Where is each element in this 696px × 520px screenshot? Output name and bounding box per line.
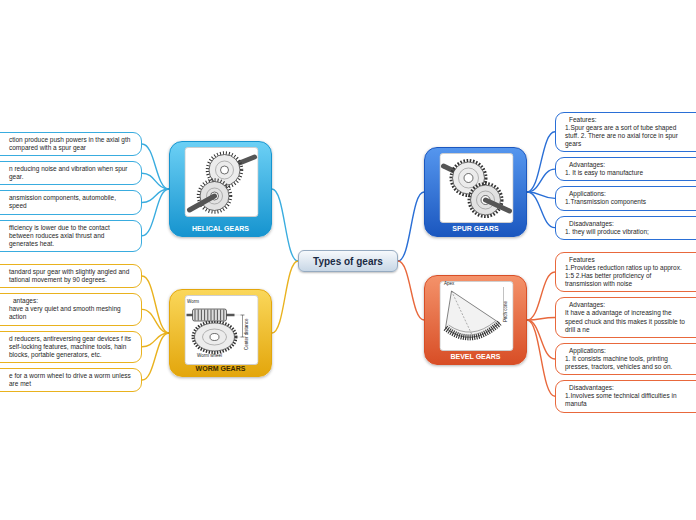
subtopic-text: tandard spur gear with slightly angled a… [9, 268, 135, 284]
subtopic-text: 1.Spur gears are a sort of tube shaped s… [565, 124, 688, 148]
subtopic-text: have a very quiet and smooth meshing act… [9, 305, 135, 321]
branch-connector [527, 318, 555, 321]
subtopic-box: Applications:1.Transmission components [555, 186, 696, 210]
topic-title: Types of gears [313, 256, 383, 267]
subtopic-box: Applications:1. It consists machine tool… [555, 343, 696, 375]
subtopic-box: d reducers, antireversing gear devices f… [0, 331, 142, 363]
gear-illustration [439, 153, 514, 223]
branch-topic: BEVEL GEARS [424, 275, 527, 365]
subtopic-heading: Disadvantages: [565, 384, 688, 392]
gear-drawing [440, 154, 513, 223]
part-label: Apex [443, 282, 455, 287]
part-label: Worm [186, 300, 200, 305]
subtopic-heading: Advantages: [565, 161, 688, 169]
subtopic-text: n reducing noise and vibration when spur… [9, 165, 135, 181]
subtopic-heading: antages: [9, 297, 135, 305]
branch-connector [398, 192, 424, 261]
branch-title: SPUR GEARS [425, 225, 526, 232]
branch-connector [142, 309, 169, 333]
subtopic-box: ansmission components, automobile, speed [0, 190, 142, 214]
branch-connector [142, 144, 169, 189]
subtopic-heading: Features: [565, 116, 688, 124]
subtopic-heading: Disadvanatges: [565, 220, 688, 228]
branch-connector [398, 261, 424, 320]
branch-title: HELICAL GEARS [170, 225, 271, 232]
subtopic-box: Advantages:It have a advantage of increa… [555, 297, 696, 338]
branch-connector [142, 189, 169, 236]
subtopic-heading: Applications: [565, 190, 688, 198]
branch-topic: SPUR GEARS [424, 147, 527, 237]
subtopic-box: n reducing noise and vibration when spur… [0, 161, 142, 185]
branch-connector [527, 320, 555, 396]
subtopic-text: 1.Involves some technical difficulties i… [565, 392, 688, 408]
gear-drawing [440, 282, 513, 351]
gear-drawing [185, 296, 258, 365]
subtopic-text: d reducers, antireversing gear devices f… [9, 335, 135, 359]
subtopic-heading: Features [565, 256, 688, 264]
subtopic-box: Features1.Provides reduction ratios up t… [555, 252, 696, 293]
subtopic-text: fficiency is lower due to the contact be… [9, 224, 135, 248]
gear-illustration [184, 147, 259, 217]
subtopic-box: Features:1.Spur gears are a sort of tube… [555, 112, 696, 153]
subtopic-text: ansmission components, automobile, speed [9, 194, 135, 210]
gear-drawing [185, 148, 258, 217]
subtopic-text: 1. they will produce vibration; [565, 228, 688, 236]
gear-illustration [439, 281, 514, 351]
branch-title: BEVEL GEARS [425, 353, 526, 360]
subtopic-text: 1.Transmission components [565, 198, 688, 206]
branch-topic: WORM GEARS [169, 289, 272, 377]
branch-topic: HELICAL GEARS [169, 141, 272, 237]
branch-connector [142, 276, 169, 333]
subtopic-text: 1. It is easy to manufacture [565, 169, 688, 177]
part-label: Center distance [245, 317, 250, 351]
branch-title: WORM GEARS [170, 365, 271, 372]
branch-connector [142, 173, 169, 189]
branch-connector [527, 272, 555, 320]
branch-connector [272, 261, 298, 333]
subtopic-box: tandard spur gear with slightly angled a… [0, 264, 142, 288]
subtopic-heading: Applications: [565, 347, 688, 355]
subtopic-box: Advantages:1. It is easy to manufacture [555, 157, 696, 181]
branch-connector [527, 132, 555, 192]
part-label: Pitch cone [504, 300, 509, 323]
subtopic-text: ction produce push powers in the axial g… [9, 136, 135, 152]
subtopic-box: e for a worm wheel to drive a worm unles… [0, 368, 142, 392]
subtopic-box: antages:have a very quiet and smooth mes… [0, 293, 142, 325]
branch-connector [527, 192, 555, 228]
subtopic-text: e for a worm wheel to drive a worm unles… [9, 372, 135, 388]
branch-connector [272, 189, 298, 261]
subtopic-heading: Advantages: [565, 301, 688, 309]
subtopic-text: 1. It consists machine tools, printing p… [565, 355, 688, 371]
subtopic-box: Disadvanatges:1. they will produce vibra… [555, 216, 696, 240]
part-label: Worm wheel [196, 354, 223, 359]
subtopic-text: 1.Provides reduction ratios up to approx… [565, 264, 688, 288]
subtopic-text: It have a advantage of increasing the sp… [565, 309, 688, 333]
subtopic-box: fficiency is lower due to the contact be… [0, 220, 142, 252]
subtopic-box: Disadvantages:1.Involves some technical … [555, 380, 696, 412]
branch-connector [527, 320, 555, 359]
branch-connector [142, 333, 169, 380]
branch-connector [527, 169, 555, 192]
central-topic: Types of gears [298, 250, 398, 272]
subtopic-box: ction produce push powers in the axial g… [0, 132, 142, 156]
